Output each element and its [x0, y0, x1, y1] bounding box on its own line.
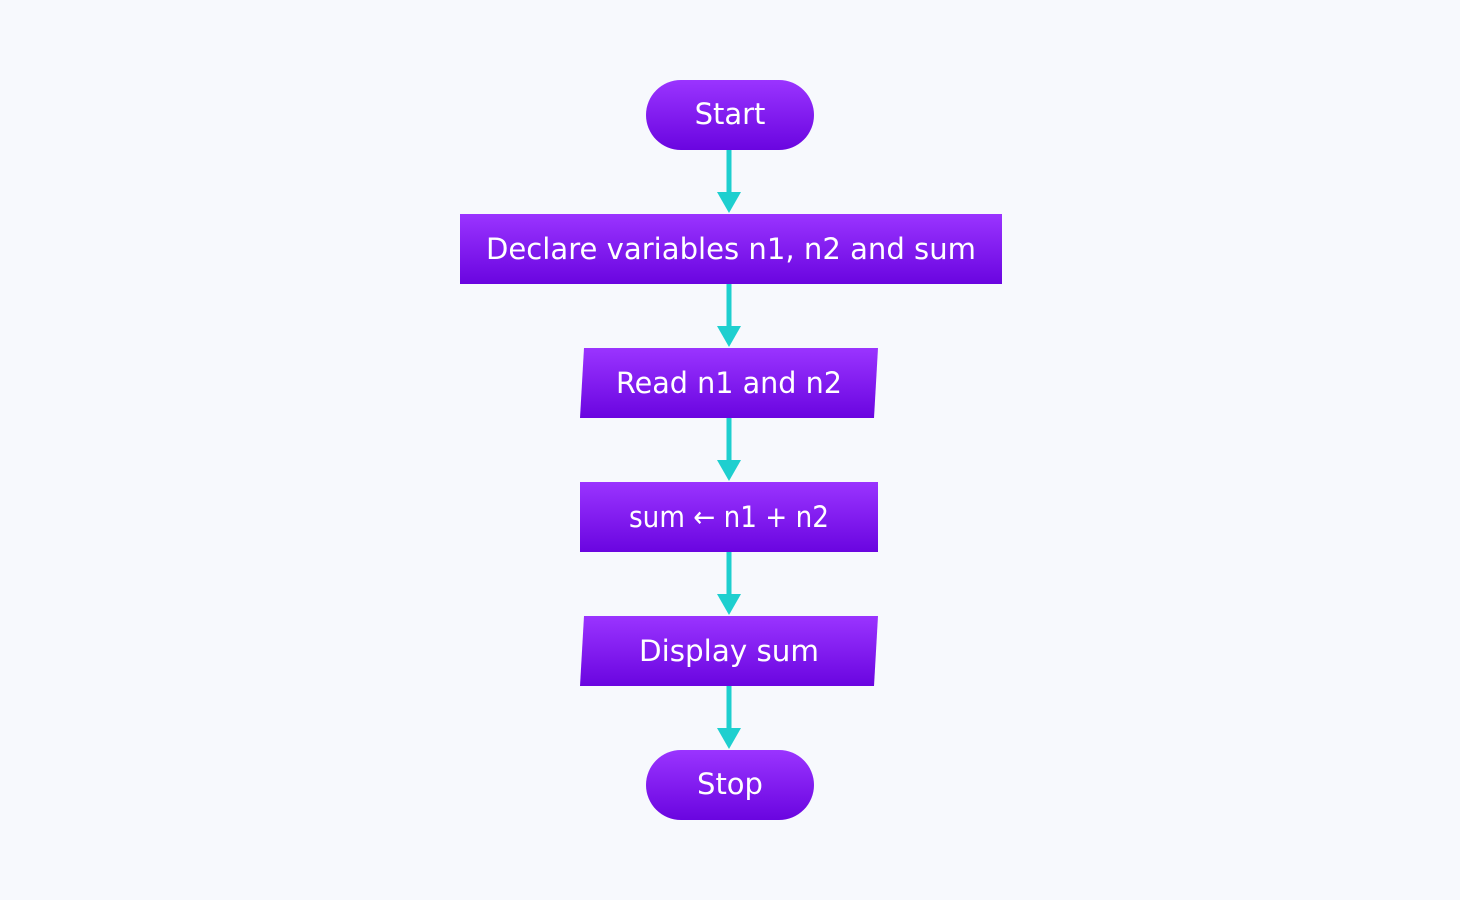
- arrow-compute-to-display: [717, 552, 741, 615]
- terminator-shape: [646, 80, 814, 150]
- input-output-shape: [580, 616, 878, 686]
- edges: [717, 150, 741, 749]
- node-start: Start: [646, 80, 814, 150]
- arrow-start-to-declare: [717, 150, 741, 213]
- arrow-display-to-stop: [717, 686, 741, 749]
- node-display: Display sum: [580, 616, 878, 686]
- node-read: Read n1 and n2: [580, 348, 878, 418]
- node-label: Declare variables n1, n2 and sum: [486, 232, 976, 266]
- arrow-declare-to-read: [717, 284, 741, 347]
- terminator-shape: [646, 750, 814, 820]
- node-label: Read n1 and n2: [616, 366, 842, 400]
- node-declare: Declare variables n1, n2 and sum: [460, 214, 1002, 284]
- process-shape: [460, 214, 1002, 284]
- node-label: Start: [695, 97, 766, 131]
- node-label: sum ← n1 + n2: [629, 500, 829, 534]
- node-stop: Stop: [646, 750, 814, 820]
- input-output-shape: [580, 348, 878, 418]
- arrow-read-to-compute: [717, 418, 741, 481]
- node-label: Stop: [697, 767, 763, 801]
- process-shape: [580, 482, 878, 552]
- node-label: Display sum: [639, 634, 819, 668]
- node-compute: sum ← n1 + n2: [580, 482, 878, 552]
